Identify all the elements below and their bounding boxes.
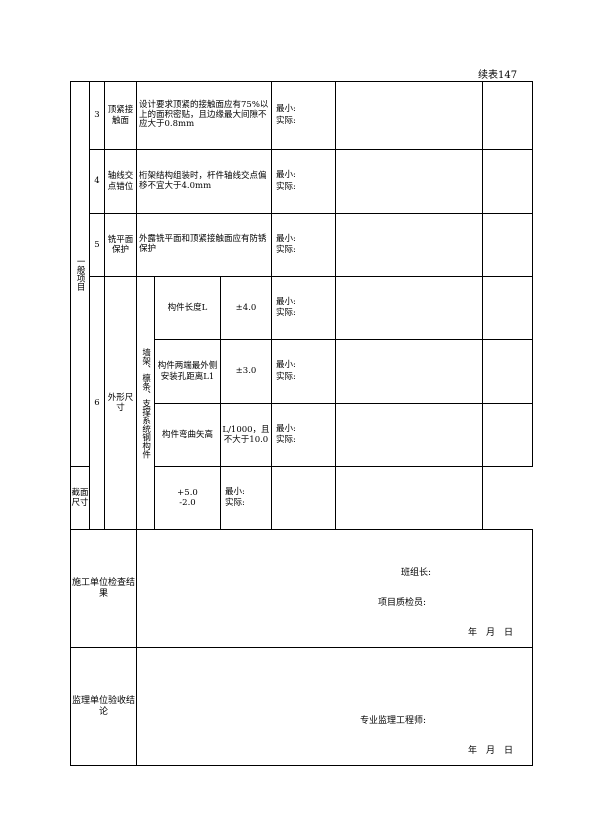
category-cell: 墙架、檩条、支撑系统钢构件: [136, 276, 155, 530]
min-label: 最小:: [225, 486, 245, 497]
result-cell[interactable]: [335, 213, 483, 277]
actual-label: 实际:: [276, 181, 296, 192]
construction-date: 年 月 日: [468, 628, 514, 638]
quality-inspector-label: 项目质检员:: [378, 598, 427, 608]
actual-label: 实际:: [225, 498, 245, 508]
table-row: 4 轴线交点错位 桁架结构组装时，杆件轴线交点偏移不宜大于4.0mm 最小: 实…: [71, 149, 533, 214]
row-number: 4: [89, 149, 105, 214]
remark-cell[interactable]: [482, 276, 533, 340]
remark-cell[interactable]: [335, 466, 483, 530]
result-cell[interactable]: [335, 81, 483, 150]
min-label: 最小:: [276, 296, 296, 307]
section-label: 一般项目: [75, 257, 86, 291]
supervision-label: 监理单位验收结论: [70, 647, 137, 766]
result-cell[interactable]: [335, 276, 483, 340]
result-cell[interactable]: [271, 466, 336, 530]
measure-cell: 最小: 实际:: [271, 339, 336, 404]
construction-sign-area[interactable]: 班组长: 项目质检员: 年 月 日: [136, 529, 533, 648]
measure-cell: 最小: 实际:: [271, 149, 336, 214]
remark-cell[interactable]: [482, 81, 533, 150]
row-number: 5: [89, 213, 105, 277]
item-name: 外形尺寸: [104, 276, 137, 530]
page-label: 续表147: [478, 70, 518, 81]
actual-label: 实际:: [276, 308, 296, 318]
row-number: 3: [89, 81, 105, 150]
remark-cell[interactable]: [482, 149, 533, 214]
min-label: 最小:: [276, 170, 296, 181]
measure-cell: 最小: 实际:: [220, 466, 272, 530]
category-label: 墙架、檩条、支撑系统钢构件: [140, 347, 151, 459]
actual-label: 实际:: [276, 371, 296, 382]
supervision-date: 年 月 日: [468, 746, 514, 756]
actual-label: 实际:: [276, 115, 296, 126]
result-cell[interactable]: [335, 403, 483, 467]
supervision-section: 监理单位验收结论 专业监理工程师: 年 月 日: [70, 647, 533, 766]
min-label: 最小:: [276, 104, 296, 115]
table-row: 截面尺寸 +5.0 -2.0 最小: 实际:: [70, 466, 533, 530]
item-name: 轴线交点错位: [104, 149, 137, 214]
tolerance: +5.0 -2.0: [154, 466, 221, 530]
table-row: 5 铣平面保护 外露铣平面和顶紧接触面应有防锈保护 最小: 实际:: [71, 213, 533, 277]
measure-cell: 最小: 实际:: [271, 276, 336, 340]
subitem-name: 截面尺寸: [70, 466, 90, 530]
actual-label: 实际:: [276, 435, 296, 445]
remark-cell[interactable]: [482, 213, 533, 277]
engineer-label: 专业监理工程师:: [360, 716, 427, 726]
row-number: 6: [89, 276, 105, 530]
inspection-table: 一般项目 3 顶紧接触面 设计要求顶紧的接触面应有75%以上的面积密贴，且边缘最…: [70, 81, 533, 766]
remark-cell[interactable]: [482, 339, 533, 404]
min-label: 最小:: [276, 233, 296, 244]
section-label-cell: 一般项目: [70, 81, 90, 467]
subitem-name: 构件弯曲矢高: [154, 403, 221, 467]
subitem-name: 构件长度L: [154, 276, 221, 340]
construction-section: 施工单位检查结果 班组长: 项目质检员: 年 月 日: [70, 529, 533, 648]
item-name: 顶紧接触面: [104, 81, 137, 150]
requirement-text: 外露铣平面和顶紧接触面应有防锈保护: [136, 213, 272, 277]
table-row: 构件两端最外侧安装孔距离L1 ±3.0 最小: 实际:: [71, 339, 533, 404]
min-label: 最小:: [276, 423, 296, 434]
actual-label: 实际:: [276, 245, 296, 255]
remark-cell[interactable]: [482, 403, 533, 467]
supervision-sign-area[interactable]: 专业监理工程师: 年 月 日: [136, 647, 533, 766]
tolerance: ±4.0: [220, 276, 272, 340]
measure-cell: 最小: 实际:: [271, 81, 336, 150]
table-row: 6 外形尺寸 墙架、檩条、支撑系统钢构件 构件长度L ±4.0 最小: 实际:: [71, 276, 533, 530]
min-label: 最小:: [276, 360, 296, 371]
team-leader-label: 班组长:: [401, 568, 432, 578]
subitem-name: 构件两端最外侧安装孔距离L1: [154, 339, 221, 404]
measure-cell: 最小: 实际:: [271, 213, 336, 277]
measure-cell: 最小: 实际:: [271, 403, 336, 467]
result-cell[interactable]: [335, 149, 483, 214]
result-cell[interactable]: [335, 339, 483, 404]
table-row: 一般项目 3 顶紧接触面 设计要求顶紧的接触面应有75%以上的面积密贴，且边缘最…: [70, 81, 533, 467]
requirement-text: 设计要求顶紧的接触面应有75%以上的面积密贴，且边缘最大间隙不应大于0.8mm: [136, 81, 272, 150]
item-name: 铣平面保护: [104, 213, 137, 277]
tolerance: L/1000，且不大于10.0: [220, 403, 272, 467]
requirement-text: 桁架结构组装时，杆件轴线交点偏移不宜大于4.0mm: [136, 149, 272, 214]
tolerance: ±3.0: [220, 339, 272, 404]
construction-label: 施工单位检查结果: [70, 529, 137, 648]
